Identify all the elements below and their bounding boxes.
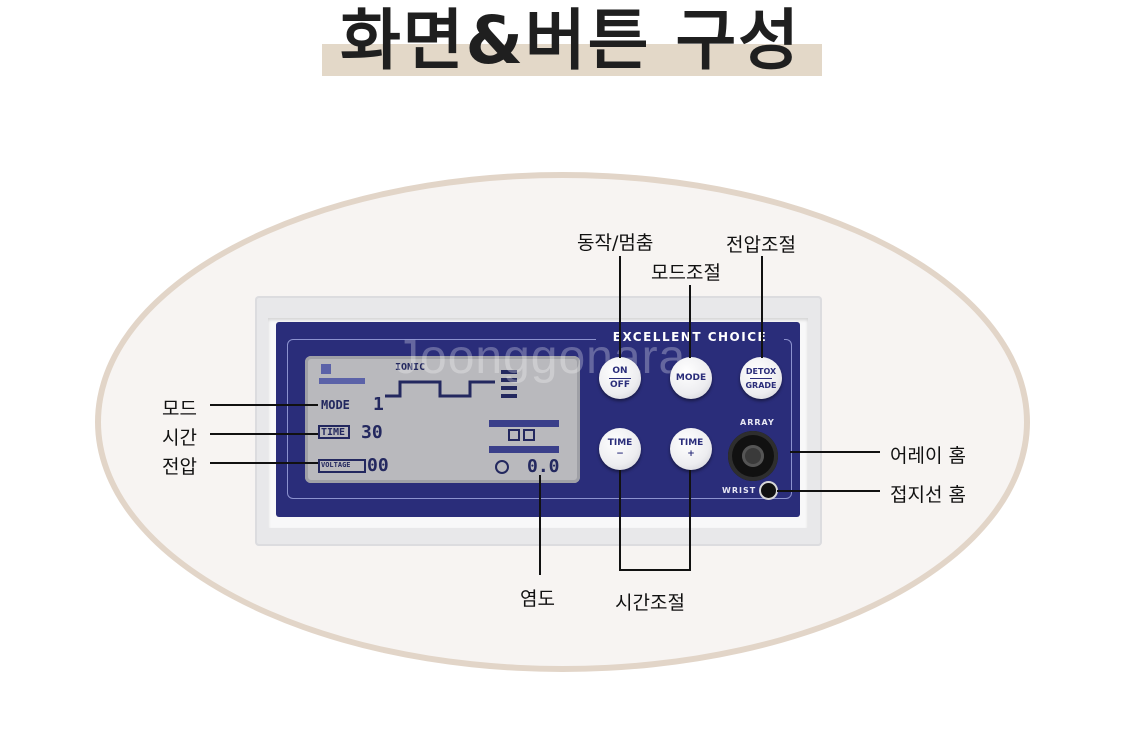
status-box-1 — [508, 429, 520, 441]
lcd-header: IONIC — [395, 362, 426, 373]
status-box-2 — [523, 429, 535, 441]
grade-label: GRADE — [745, 380, 777, 390]
label-mode-adjust: 모드조절 — [651, 262, 721, 284]
label-voltage: 전압 — [162, 456, 197, 478]
minus-sign: − — [616, 449, 624, 459]
leader-time-adjust — [619, 470, 691, 571]
label-mode: 모드 — [162, 398, 197, 420]
title-area: 화면&버튼 구성 — [0, 0, 1141, 90]
waveform-line — [385, 380, 495, 398]
title-highlight — [322, 44, 822, 76]
button-divider — [750, 377, 772, 379]
time-minus-label: TIME — [607, 438, 633, 448]
lcd-display: IONIC MODE 1 TIME 30 VOLTAGE 00 0.0 — [305, 356, 580, 483]
logo-icon — [321, 364, 331, 374]
lcd-graphics — [318, 364, 559, 474]
lcd-time-label: TIME — [321, 427, 346, 438]
label-time-adjust: 시간조절 — [615, 592, 685, 614]
level-bar-2 — [501, 378, 517, 382]
array-port-label: ARRAY — [740, 418, 775, 427]
label-time: 시간 — [162, 427, 197, 449]
logo-text-bar — [319, 378, 365, 384]
off-label: OFF — [610, 379, 630, 390]
voltage-label-box — [318, 459, 366, 473]
level-bar-1 — [501, 370, 517, 374]
lcd-voltage-value: 00 — [367, 455, 389, 476]
status-strip-1 — [489, 420, 559, 427]
lcd-voltage-label: VOLTAGE — [321, 461, 351, 469]
lcd-mode-label: MODE — [321, 398, 350, 412]
detox-grade-button[interactable]: DETOX GRADE — [740, 357, 782, 399]
label-voltage-adjust: 전압조절 — [726, 234, 796, 256]
label-array-port: 어레이 홈 — [890, 445, 966, 467]
plus-sign: + — [687, 449, 695, 459]
button-divider — [609, 377, 631, 379]
mode-button[interactable]: MODE — [670, 357, 712, 399]
time-minus-button[interactable]: TIME − — [599, 428, 641, 470]
detox-label: DETOX — [745, 366, 777, 376]
array-port-center — [742, 445, 764, 467]
ground-jack[interactable] — [761, 483, 776, 498]
lcd-concentration-value: 0.0 — [527, 456, 560, 477]
level-bar-4 — [501, 394, 517, 398]
label-on-off: 동작/멈춤 — [577, 232, 654, 254]
background-ellipse — [95, 172, 1030, 672]
mode-label: MODE — [675, 372, 707, 383]
level-bar-3 — [501, 386, 517, 390]
page-title: 화면&버튼 구성 — [340, 2, 801, 79]
time-plus-label: TIME — [678, 438, 704, 448]
time-plus-button[interactable]: TIME + — [670, 428, 712, 470]
wrist-port-label: WRIST — [722, 486, 757, 495]
time-label-box — [318, 425, 350, 439]
label-ground-port: 접지선 홈 — [890, 484, 966, 506]
concentration-icon — [495, 460, 509, 474]
label-salinity: 염도 — [520, 588, 555, 610]
on-label: ON — [612, 365, 628, 376]
status-strip-2 — [489, 446, 559, 453]
lcd-time-value: 30 — [361, 422, 383, 443]
on-off-button[interactable]: ON OFF — [599, 357, 641, 399]
lcd-mode-value: 1 — [373, 394, 384, 415]
